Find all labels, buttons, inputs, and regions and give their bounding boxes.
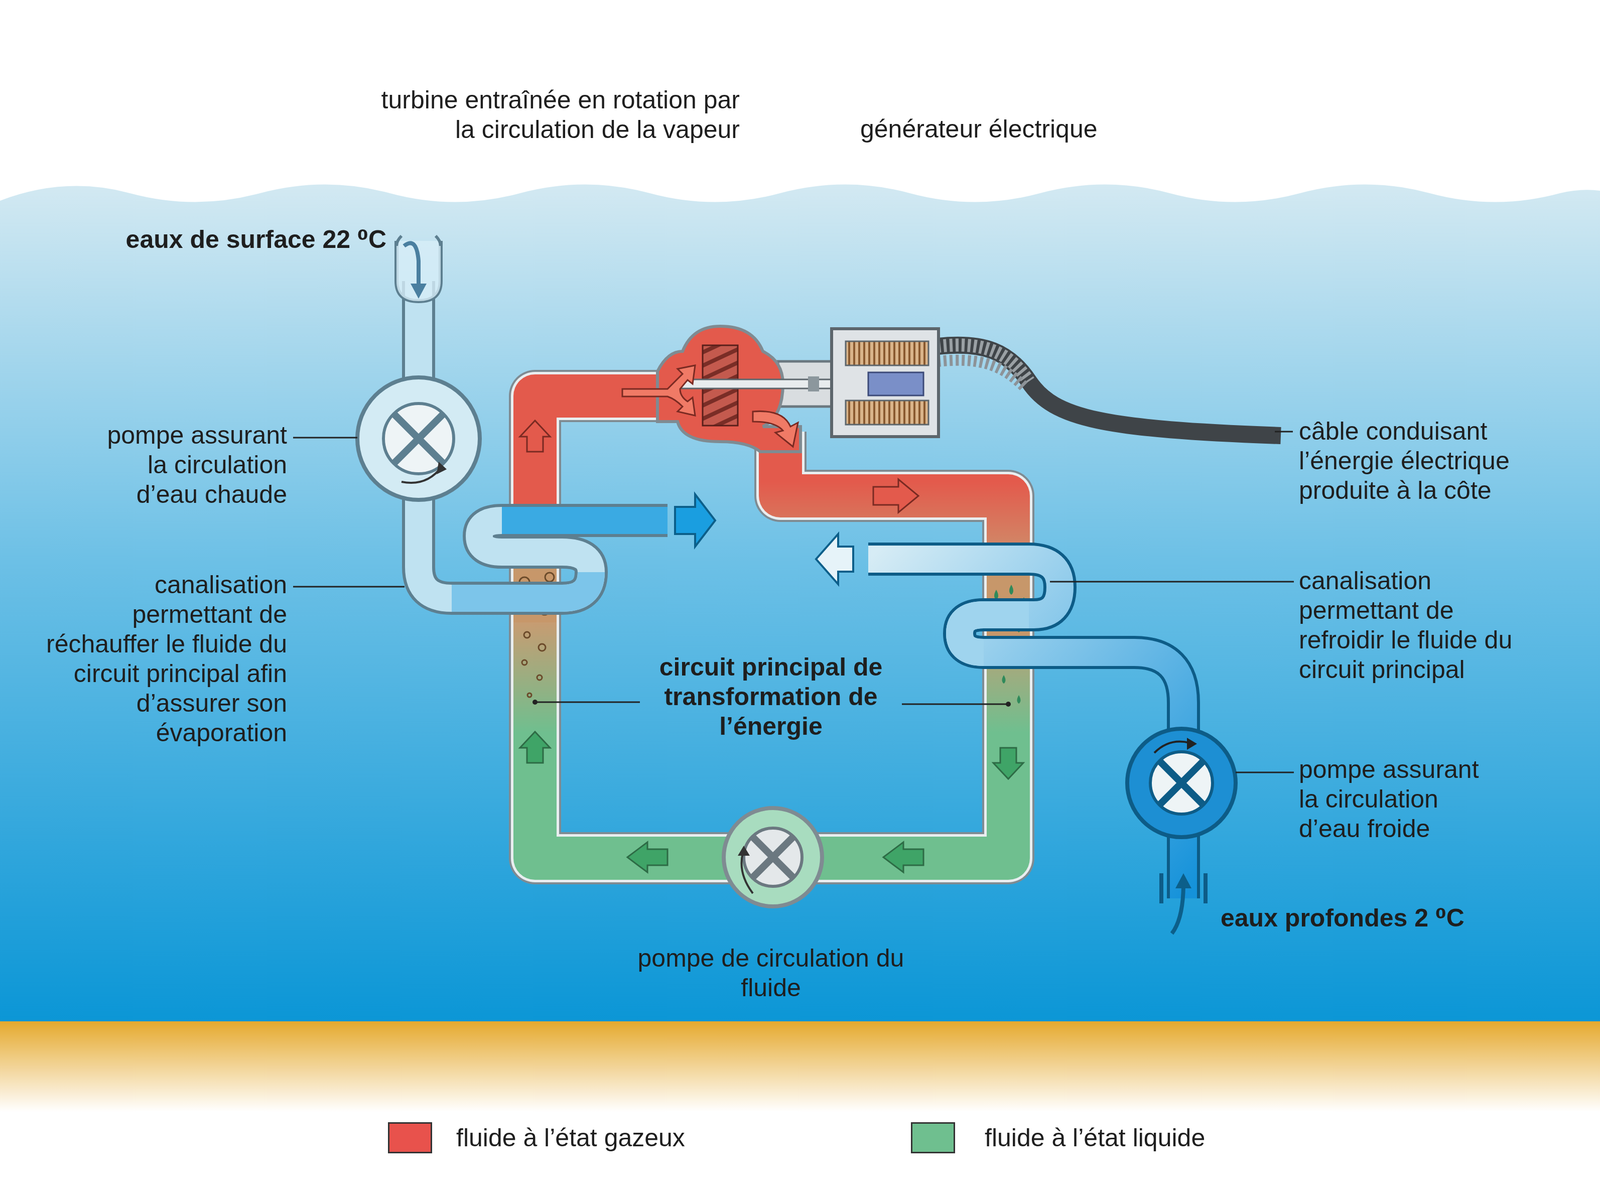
callout-label: circuit principal de transformation de l… (645, 652, 897, 742)
callout-label: câble conduisant l’énergie électrique pr… (1298, 416, 1560, 506)
legend-swatch (387, 1122, 433, 1154)
callout-label: turbine entraînée en rotation par la cir… (358, 85, 740, 145)
inlet-label: eaux de surface 22 ⁰C (125, 224, 387, 255)
callout-label: générateur électrique (860, 114, 1098, 145)
callout-label: pompe assurant la circulation d’eau chau… (86, 420, 288, 510)
callout-label: pompe de circulation du fluide (635, 943, 907, 1003)
legend-swatch (910, 1122, 956, 1154)
inlet-label: eaux profondes 2 ⁰C (1220, 903, 1465, 933)
callout-label: pompe assurant la circulation d’eau froi… (1298, 754, 1500, 844)
callout-label: canalisation permettant de refroidir le … (1298, 566, 1540, 685)
callout-label: canalisation permettant de réchauffer le… (36, 570, 288, 748)
legend-text: fluide à l’état gazeux (456, 1123, 686, 1153)
legend-text: fluide à l’état liquide (984, 1123, 1206, 1153)
